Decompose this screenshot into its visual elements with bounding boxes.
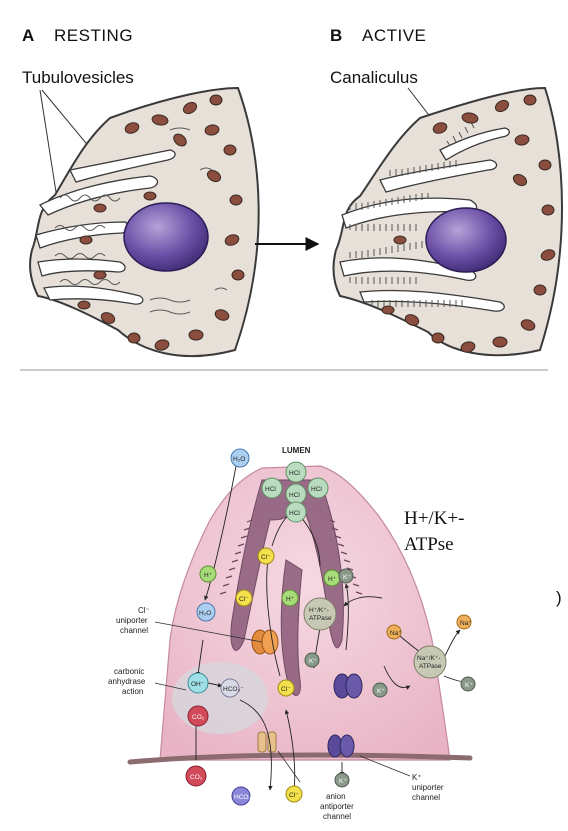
hk-atpase-pump: H⁺/K⁺- ATPase (303, 597, 337, 631)
ion-na-in: Na⁺ (386, 624, 402, 640)
active-mitochondria (381, 94, 556, 353)
ion-h-1: H⁺ (199, 565, 217, 583)
ion-hcl-2: HCl (261, 477, 283, 499)
svg-text:CO₂: CO₂ (192, 714, 205, 721)
partial-panel-letter: ) (556, 588, 562, 607)
ion-hcl-4: HCl (307, 477, 329, 499)
ion-hcl-3: HCl (285, 483, 307, 505)
svg-text:K⁺: K⁺ (309, 658, 317, 665)
carbonic-label-2: anhydrase (108, 677, 146, 686)
ion-cl-2: Cl⁻ (235, 589, 253, 607)
parietal-cell-transport-diagram: ) LUMEN (108, 446, 562, 821)
tubulovesicles-leader-1 (39, 89, 57, 193)
resting-nucleus (123, 202, 209, 272)
svg-text:K⁺: K⁺ (465, 682, 473, 689)
svg-text:HCl: HCl (289, 470, 300, 477)
resting-membrane-folds (54, 127, 228, 315)
carbonic-anhydrase-zone (172, 662, 268, 734)
panel-a-title: RESTING (54, 26, 133, 45)
svg-text:Na⁺: Na⁺ (390, 630, 402, 637)
ion-k-5: K⁺ (460, 676, 476, 692)
svg-text:Cl⁻: Cl⁻ (289, 792, 299, 799)
ion-co2-in: CO₂ (187, 705, 209, 727)
cl-uniporter-label-2: uniporter (116, 616, 148, 625)
svg-text:Na⁺/K⁺-: Na⁺/K⁺- (417, 655, 440, 662)
tubulovesicles-label: Tubulovesicles (22, 68, 134, 87)
ion-na-out: Na⁺ (456, 614, 472, 630)
panel-b: B ACTIVE Canaliculus (330, 26, 563, 357)
ion-h2o-top: H₂O (230, 448, 250, 468)
svg-text:H₂O: H₂O (233, 456, 245, 463)
panel-b-letter: B (330, 26, 342, 45)
lumen-label: LUMEN (282, 446, 311, 455)
carbonic-label-3: action (122, 687, 143, 696)
svg-text:H⁺: H⁺ (204, 572, 213, 579)
ion-co2-out: CO₂ (185, 765, 207, 787)
ion-cl-1: Cl⁻ (257, 547, 275, 565)
anion-label-2: antiporter (320, 802, 354, 811)
active-nucleus (425, 207, 507, 273)
k-uniporter-channel-basal (327, 734, 355, 758)
ion-k-4: K⁺ (334, 772, 350, 788)
svg-text:HCO₃⁻: HCO₃⁻ (234, 794, 255, 801)
ion-cl-3: Cl⁻ (277, 679, 295, 697)
ion-k-2: K⁺ (304, 652, 320, 668)
svg-text:CO₂: CO₂ (190, 774, 203, 781)
anion-label-1: anion (326, 792, 346, 801)
tubulovesicle-membranes (35, 149, 176, 305)
basement-membrane (127, 752, 473, 765)
svg-text:HCl: HCl (311, 486, 322, 493)
cl-uniporter-label-3: channel (120, 626, 148, 635)
svg-text:HCl: HCl (289, 492, 300, 499)
svg-text:HCl: HCl (289, 510, 300, 517)
svg-text:K⁺: K⁺ (339, 778, 347, 785)
cl-uniporter-label-1: Cl⁻ (138, 606, 150, 615)
svg-text:Cl⁻: Cl⁻ (281, 686, 291, 693)
ion-hcl-5: HCl (285, 501, 307, 523)
nak-atpase-pump: Na⁺/K⁺- ATPase (413, 645, 447, 679)
svg-text:H⁺: H⁺ (286, 596, 295, 603)
carbonic-label-1: carbonic (114, 667, 144, 676)
ion-k-3: K⁺ (372, 682, 388, 698)
anion-label-3: channel (323, 812, 351, 821)
k-uniporter-label-3: channel (412, 793, 440, 802)
svg-text:K⁺: K⁺ (377, 688, 385, 695)
ion-h-2: H⁺ (281, 589, 299, 607)
svg-text:Cl⁻: Cl⁻ (239, 596, 249, 603)
ion-h2o-mid: H₂O (196, 602, 216, 622)
svg-text:Cl⁻: Cl⁻ (261, 554, 271, 561)
svg-text:H₂O: H₂O (199, 610, 211, 617)
svg-text:HCO₃⁻: HCO₃⁻ (223, 686, 244, 693)
svg-text:H⁺/K⁺-: H⁺/K⁺- (309, 607, 329, 614)
svg-text:HCl: HCl (265, 486, 276, 493)
hk-atpase-annotation-line1: H+/K+- (404, 508, 464, 529)
resting-mitochondria (77, 94, 245, 351)
k-uniporter-label-2: uniporter (412, 783, 444, 792)
panel-b-title: ACTIVE (362, 26, 426, 45)
label-leaders (154, 621, 411, 783)
k-uniporter-channel-apical (333, 673, 363, 699)
svg-text:OH⁻: OH⁻ (191, 681, 205, 688)
hk-atpase-annotation-line2: ATPse (404, 534, 454, 555)
svg-text:Na⁺: Na⁺ (460, 620, 472, 627)
svg-text:K⁺: K⁺ (343, 574, 351, 581)
canaliculus-microvilli (349, 121, 475, 307)
ion-hco3-in: HCO₃⁻ (220, 678, 244, 698)
svg-text:ATPase: ATPase (419, 663, 442, 670)
ion-hco3-out: HCO₃⁻ (231, 786, 255, 806)
ion-oh: OH⁻ (187, 672, 209, 694)
canaliculus-label: Canaliculus (330, 68, 418, 87)
ion-h-3: H⁺ (323, 569, 341, 587)
svg-text:ATPase: ATPase (309, 615, 332, 622)
k-uniporter-label-1: K⁺ (412, 773, 422, 782)
svg-text:H⁺: H⁺ (328, 576, 337, 583)
ion-hcl-1: HCl (285, 461, 307, 483)
panel-a-letter: A (22, 26, 34, 45)
panel-a: A RESTING Tubulovesicles (22, 26, 260, 358)
ion-k-1: K⁺ (338, 568, 354, 584)
ion-cl-4: Cl⁻ (285, 785, 303, 803)
